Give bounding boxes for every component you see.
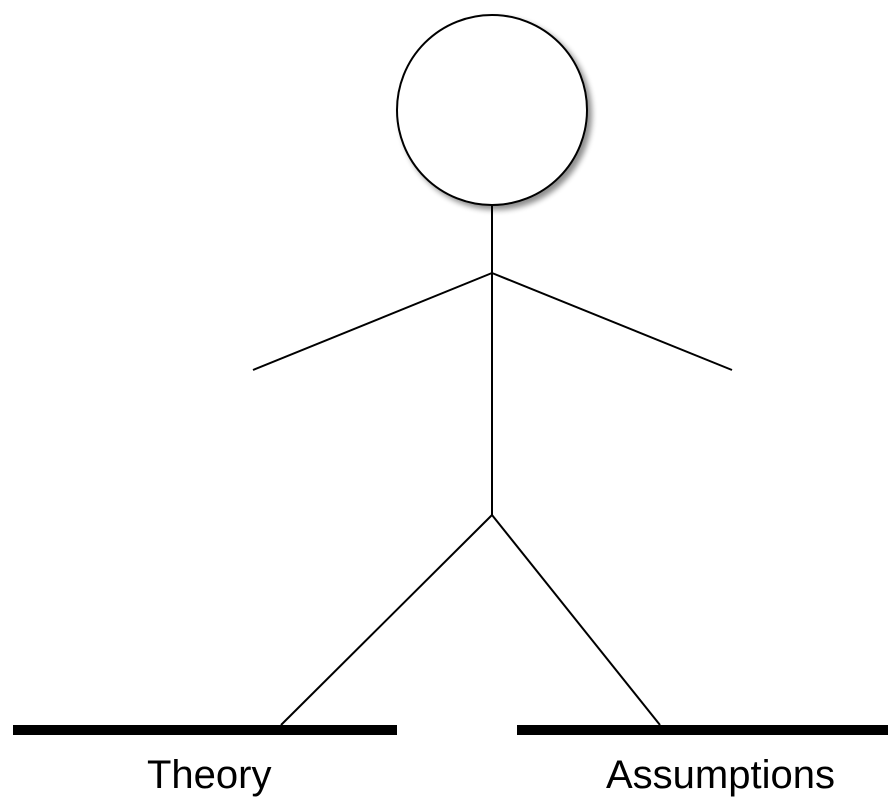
theory-label: Theory <box>147 753 272 797</box>
right-ground-bar <box>517 725 888 735</box>
left-arm-line <box>252 272 493 371</box>
left-leg-line <box>280 514 493 726</box>
right-arm-line <box>491 272 733 371</box>
head-circle <box>396 14 588 206</box>
assumptions-label: Assumptions <box>606 753 835 797</box>
left-ground-bar <box>13 725 397 735</box>
right-leg-line <box>491 514 661 726</box>
